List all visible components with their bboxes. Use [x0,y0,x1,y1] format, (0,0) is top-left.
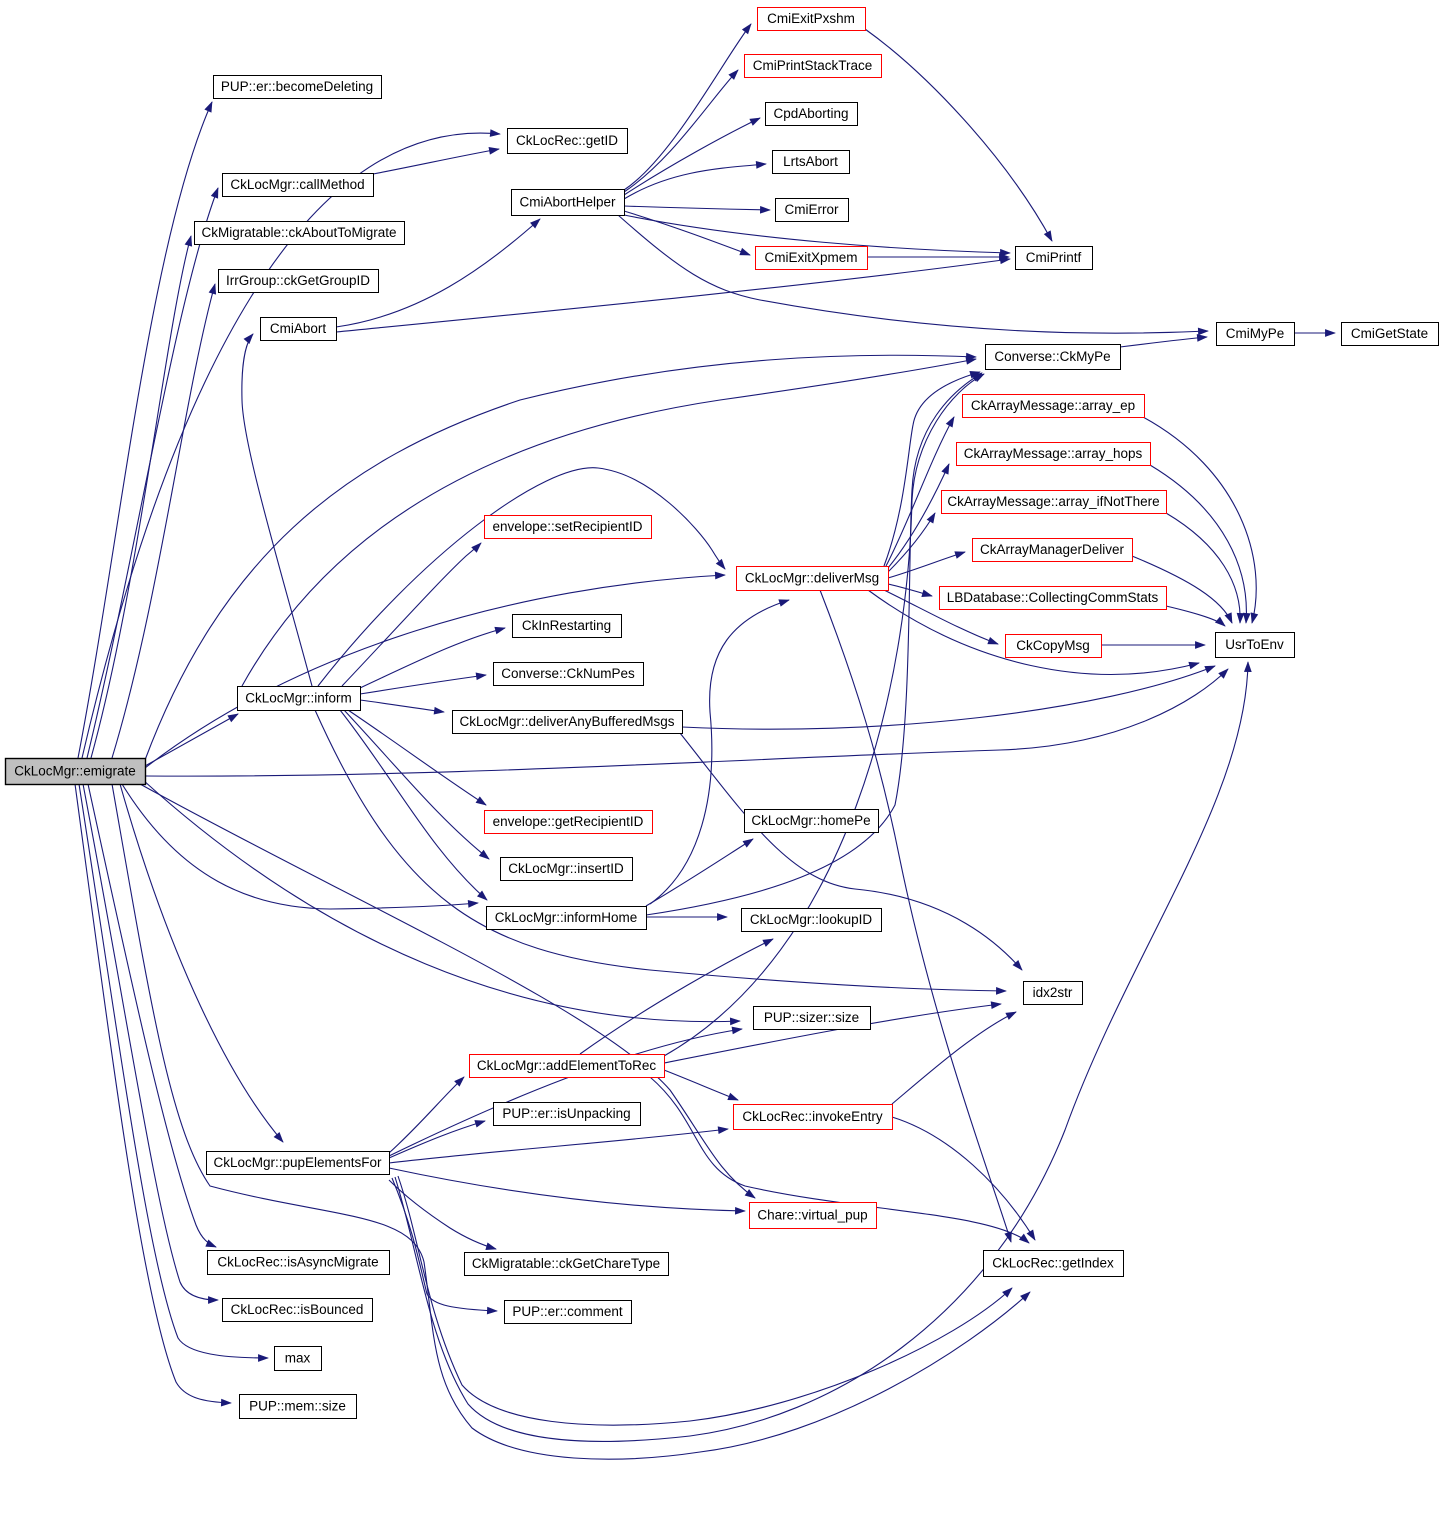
svg-text:CkLocMgr::deliverAnyBufferedMs: CkLocMgr::deliverAnyBufferedMsgs [459,714,674,729]
svg-text:envelope::setRecipientID: envelope::setRecipientID [492,519,642,534]
svg-text:CkLocMgr::pupElementsFor: CkLocMgr::pupElementsFor [213,1155,382,1170]
svg-text:CmiError: CmiError [785,202,839,217]
svg-text:UsrToEnv: UsrToEnv [1225,637,1284,652]
svg-text:CmiPrintStackTrace: CmiPrintStackTrace [753,58,873,73]
svg-text:CmiMyPe: CmiMyPe [1226,326,1285,341]
svg-text:CmiExitXpmem: CmiExitXpmem [764,250,857,265]
svg-text:CkArrayMessage::array_hops: CkArrayMessage::array_hops [964,446,1143,461]
svg-text:CkLocMgr::callMethod: CkLocMgr::callMethod [230,177,364,192]
svg-text:CkLocMgr::addElementToRec: CkLocMgr::addElementToRec [477,1058,657,1073]
svg-text:CpdAborting: CpdAborting [773,106,848,121]
svg-text:CkLocRec::getIndex: CkLocRec::getIndex [992,1256,1114,1271]
svg-text:Converse::CkNumPes: Converse::CkNumPes [501,666,635,681]
svg-text:max: max [285,1351,311,1366]
svg-text:CkCopyMsg: CkCopyMsg [1016,638,1090,653]
svg-text:CkLocMgr::emigrate: CkLocMgr::emigrate [14,764,136,779]
svg-text:envelope::getRecipientID: envelope::getRecipientID [493,814,644,829]
svg-text:PUP::sizer::size: PUP::sizer::size [764,1010,859,1025]
svg-text:idx2str: idx2str [1033,985,1073,1000]
svg-text:CmiPrintf: CmiPrintf [1026,250,1082,265]
svg-text:CkArrayManagerDeliver: CkArrayManagerDeliver [980,542,1125,557]
svg-text:LBDatabase::CollectingCommStat: LBDatabase::CollectingCommStats [947,590,1159,605]
svg-text:CkLocMgr::insertID: CkLocMgr::insertID [508,861,624,876]
svg-text:CmiExitPxshm: CmiExitPxshm [767,11,855,26]
svg-text:CkLocMgr::informHome: CkLocMgr::informHome [495,910,638,925]
svg-text:CkMigratable::ckGetChareType: CkMigratable::ckGetChareType [472,1256,660,1271]
svg-text:CkLocRec::isAsyncMigrate: CkLocRec::isAsyncMigrate [217,1255,378,1270]
svg-text:CmiGetState: CmiGetState [1351,326,1428,341]
svg-text:CkLocRec::isBounced: CkLocRec::isBounced [231,1302,364,1317]
svg-text:CmiAbort: CmiAbort [270,321,327,336]
svg-text:CkInRestarting: CkInRestarting [522,618,611,633]
svg-text:PUP::er::becomeDeleting: PUP::er::becomeDeleting [221,79,373,94]
svg-text:CkLocMgr::inform: CkLocMgr::inform [245,691,352,706]
svg-text:LrtsAbort: LrtsAbort [783,154,838,169]
svg-text:IrrGroup::ckGetGroupID: IrrGroup::ckGetGroupID [226,273,370,288]
svg-text:PUP::mem::size: PUP::mem::size [249,1399,346,1414]
svg-text:CkArrayMessage::array_ep: CkArrayMessage::array_ep [971,398,1135,413]
svg-text:CkMigratable::ckAboutToMigrate: CkMigratable::ckAboutToMigrate [201,225,396,240]
svg-text:Chare::virtual_pup: Chare::virtual_pup [757,1208,867,1223]
svg-text:PUP::er::isUnpacking: PUP::er::isUnpacking [502,1106,630,1121]
svg-text:CkLocRec::invokeEntry: CkLocRec::invokeEntry [742,1109,883,1124]
svg-text:PUP::er::comment: PUP::er::comment [512,1304,623,1319]
svg-text:CkLocRec::getID: CkLocRec::getID [516,133,618,148]
svg-text:CkLocMgr::deliverMsg: CkLocMgr::deliverMsg [745,571,879,586]
svg-text:CkArrayMessage::array_ifNotThe: CkArrayMessage::array_ifNotThere [947,494,1159,509]
svg-text:CkLocMgr::lookupID: CkLocMgr::lookupID [750,912,873,927]
svg-text:CmiAbortHelper: CmiAbortHelper [519,195,616,210]
svg-text:CkLocMgr::homePe: CkLocMgr::homePe [751,813,870,828]
svg-text:Converse::CkMyPe: Converse::CkMyPe [994,349,1110,364]
